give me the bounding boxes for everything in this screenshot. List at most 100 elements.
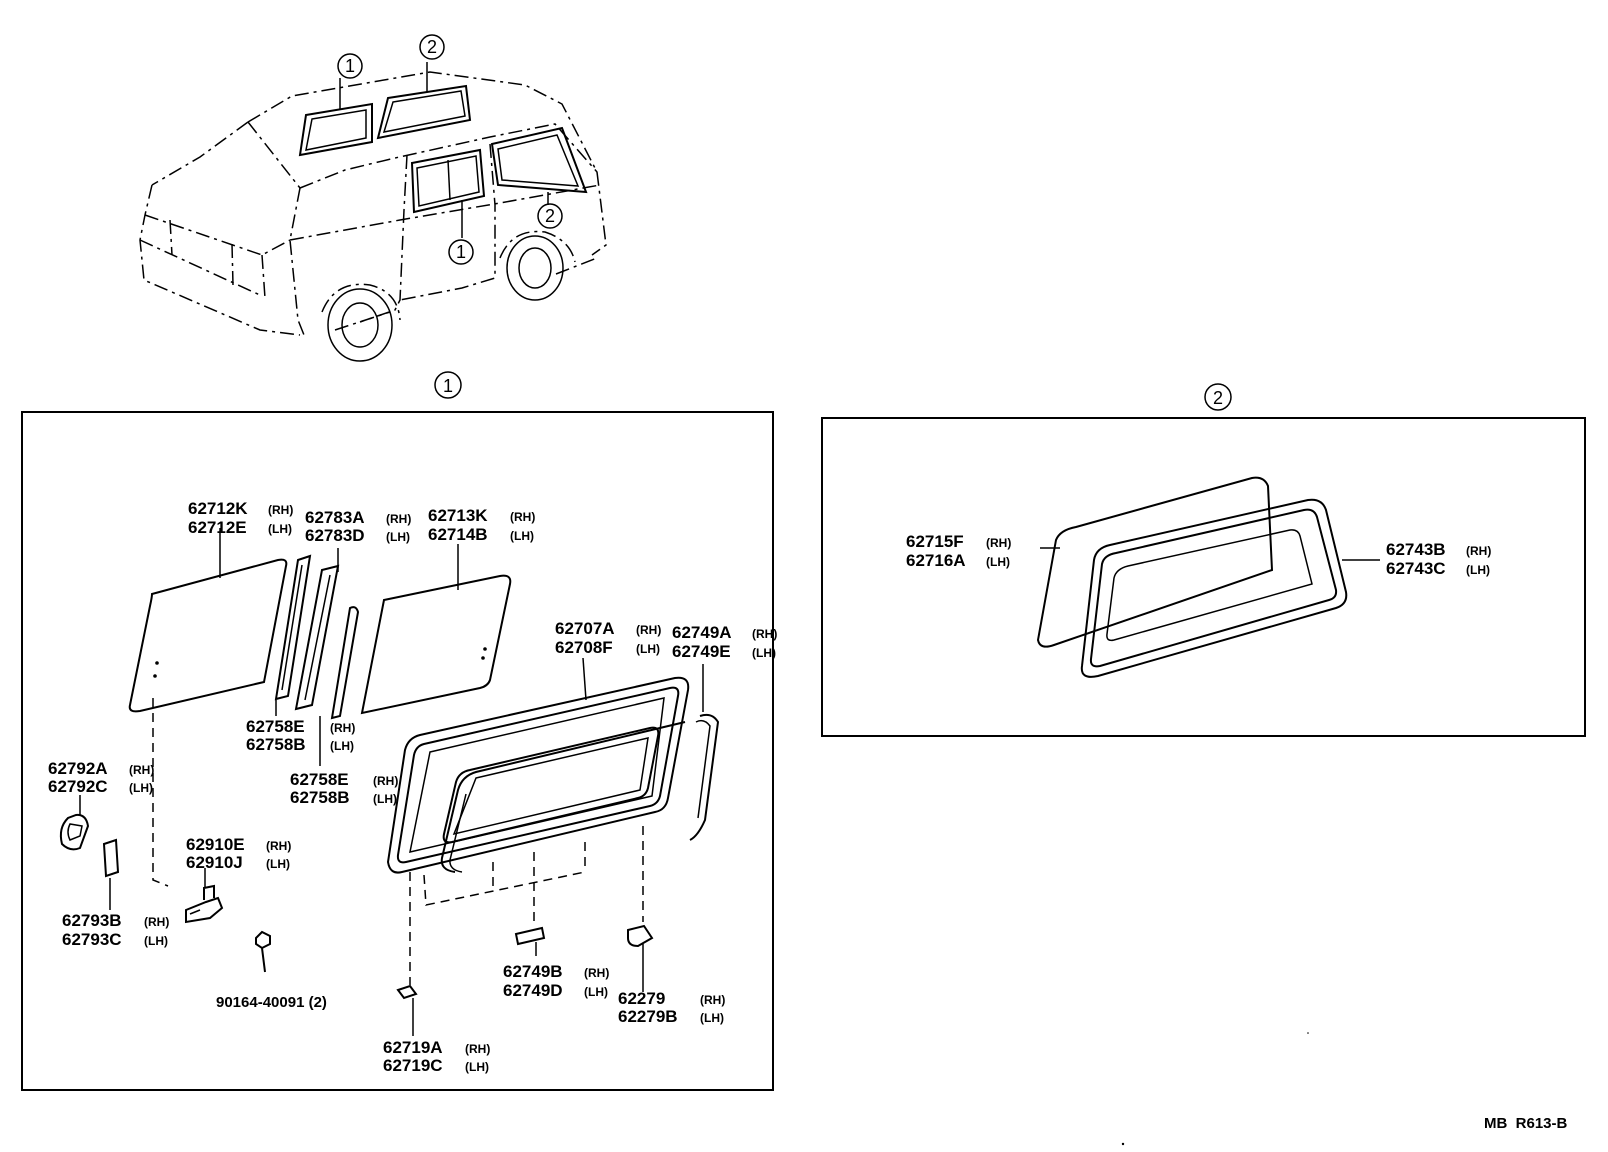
van-illustration — [139, 62, 607, 362]
section-one-title: 1 — [443, 376, 453, 396]
svg-text:62743B: 62743B — [1386, 540, 1446, 559]
svg-text:62749A: 62749A — [672, 623, 732, 642]
svg-text:62792C: 62792C — [48, 777, 108, 796]
svg-text:(LH): (LH) — [510, 529, 534, 543]
svg-text:(LH): (LH) — [636, 642, 660, 656]
callout-circle — [419, 34, 445, 60]
svg-text:62758E: 62758E — [290, 770, 349, 789]
svg-text:(RH): (RH) — [465, 1042, 490, 1056]
svg-text:62758B: 62758B — [290, 788, 350, 807]
svg-text:(RH): (RH) — [266, 839, 291, 853]
svg-text:(RH): (RH) — [700, 993, 725, 1007]
callout-one-side: 1 — [456, 242, 466, 262]
svg-text:62793C: 62793C — [62, 930, 122, 949]
svg-text:(LH): (LH) — [386, 530, 410, 544]
plate — [102, 838, 120, 878]
svg-text:(LH): (LH) — [986, 555, 1010, 569]
svg-text:62715F: 62715F — [906, 532, 964, 551]
svg-text:(RH): (RH) — [268, 503, 293, 517]
svg-text:(RH): (RH) — [636, 623, 661, 637]
callout-circle — [448, 239, 474, 265]
svg-text:62713K: 62713K — [428, 506, 488, 525]
svg-text:(LH): (LH) — [373, 792, 397, 806]
svg-text:(LH): (LH) — [144, 934, 168, 948]
latch — [185, 884, 224, 924]
callout-circle — [537, 203, 563, 229]
svg-text:(RH): (RH) — [510, 510, 535, 524]
svg-text:(RH): (RH) — [752, 627, 777, 641]
label-62713: 62713K (RH) 62714B (LH) — [428, 506, 535, 544]
label-62910: 62910E (RH) 62910J (LH) — [186, 835, 291, 872]
callout-two-side: 2 — [545, 206, 555, 226]
svg-text:62783D: 62783D — [305, 526, 365, 545]
svg-text:(LH): (LH) — [700, 1011, 724, 1025]
svg-text:62758E: 62758E — [246, 717, 305, 736]
window-frame-outer — [386, 676, 690, 874]
label-62712: 62712K (RH) 62712E (LH) — [188, 499, 293, 537]
svg-text:62792A: 62792A — [48, 759, 108, 778]
svg-text:(RH): (RH) — [129, 763, 154, 777]
label-62783: 62783A (RH) 62783D (LH) — [305, 508, 411, 545]
svg-text:(LH): (LH) — [129, 781, 153, 795]
quarter-glass-weatherstrip — [1080, 498, 1348, 678]
section-two-badge — [1204, 383, 1232, 411]
stopper — [627, 924, 654, 948]
label-62793: 62793B (RH) 62793C (LH) — [62, 911, 169, 949]
svg-text:62749B: 62749B — [503, 962, 563, 981]
svg-text:62793B: 62793B — [62, 911, 122, 930]
section-two-title: 2 — [1213, 388, 1223, 408]
svg-text:62279: 62279 — [618, 989, 665, 1008]
label-62743: 62743B (RH) 62743C (LH) — [1386, 540, 1491, 578]
run-channel-3 — [330, 606, 360, 720]
svg-text:62716A: 62716A — [906, 551, 966, 570]
label-62719: 62719A (RH) 62719C (LH) — [383, 1038, 490, 1075]
label-62707: 62707A (RH) 62708F (LH) — [555, 619, 661, 657]
svg-text:(RH): (RH) — [386, 512, 411, 526]
svg-text:(LH): (LH) — [1466, 563, 1490, 577]
sliding-glass — [360, 574, 512, 715]
label-62715: 62715F (RH) 62716A (LH) — [906, 532, 1011, 570]
svg-text:(LH): (LH) — [266, 857, 290, 871]
svg-text:(LH): (LH) — [752, 646, 776, 660]
svg-text:(RH): (RH) — [144, 915, 169, 929]
svg-text:62749D: 62749D — [503, 981, 563, 1000]
section-two-frame — [821, 417, 1586, 737]
label-bolt: 90164-40091 (2) — [216, 994, 327, 1011]
callout-one-roof: 1 — [345, 56, 355, 76]
svg-text:(RH): (RH) — [330, 721, 355, 735]
section-one-frame — [21, 411, 774, 1091]
svg-text:(RH): (RH) — [373, 774, 398, 788]
clip-a — [396, 984, 418, 1000]
svg-text:62708F: 62708F — [555, 638, 613, 657]
svg-text:(RH): (RH) — [1466, 544, 1491, 558]
svg-text:62712K: 62712K — [188, 499, 248, 518]
callout-circle — [337, 53, 363, 79]
weatherstrip — [689, 713, 720, 841]
svg-text:62783A: 62783A — [305, 508, 365, 527]
svg-text:62758B: 62758B — [246, 735, 306, 754]
svg-text:62910J: 62910J — [186, 853, 243, 872]
section-one-badge — [434, 371, 462, 399]
label-62758-lower: 62758E (RH) 62758B (LH) — [290, 770, 398, 807]
label-62279: 62279 (RH) 62279B (LH) — [618, 989, 725, 1026]
run-channel-2 — [294, 564, 340, 711]
quarter-glass — [1036, 476, 1274, 648]
label-62792: 62792A (RH) 62792C (LH) — [48, 759, 154, 796]
label-62749a: 62749A (RH) 62749E (LH) — [672, 623, 777, 661]
svg-text:62714B: 62714B — [428, 525, 488, 544]
svg-text:62743C: 62743C — [1386, 559, 1446, 578]
svg-text:62712E: 62712E — [188, 518, 247, 537]
clip-b — [514, 926, 546, 946]
callout-two-roof: 2 — [427, 37, 437, 57]
grommet — [59, 813, 90, 851]
svg-text:62749E: 62749E — [672, 642, 731, 661]
svg-text:62719A: 62719A — [383, 1038, 443, 1057]
svg-text:(LH): (LH) — [268, 522, 292, 536]
label-62758-upper: 62758E (RH) 62758B (LH) — [246, 717, 355, 754]
svg-text:62910E: 62910E — [186, 835, 245, 854]
svg-text:(RH): (RH) — [986, 536, 1011, 550]
svg-text:(LH): (LH) — [584, 985, 608, 999]
svg-text:62707A: 62707A — [555, 619, 615, 638]
svg-text:62719C: 62719C — [383, 1056, 443, 1075]
